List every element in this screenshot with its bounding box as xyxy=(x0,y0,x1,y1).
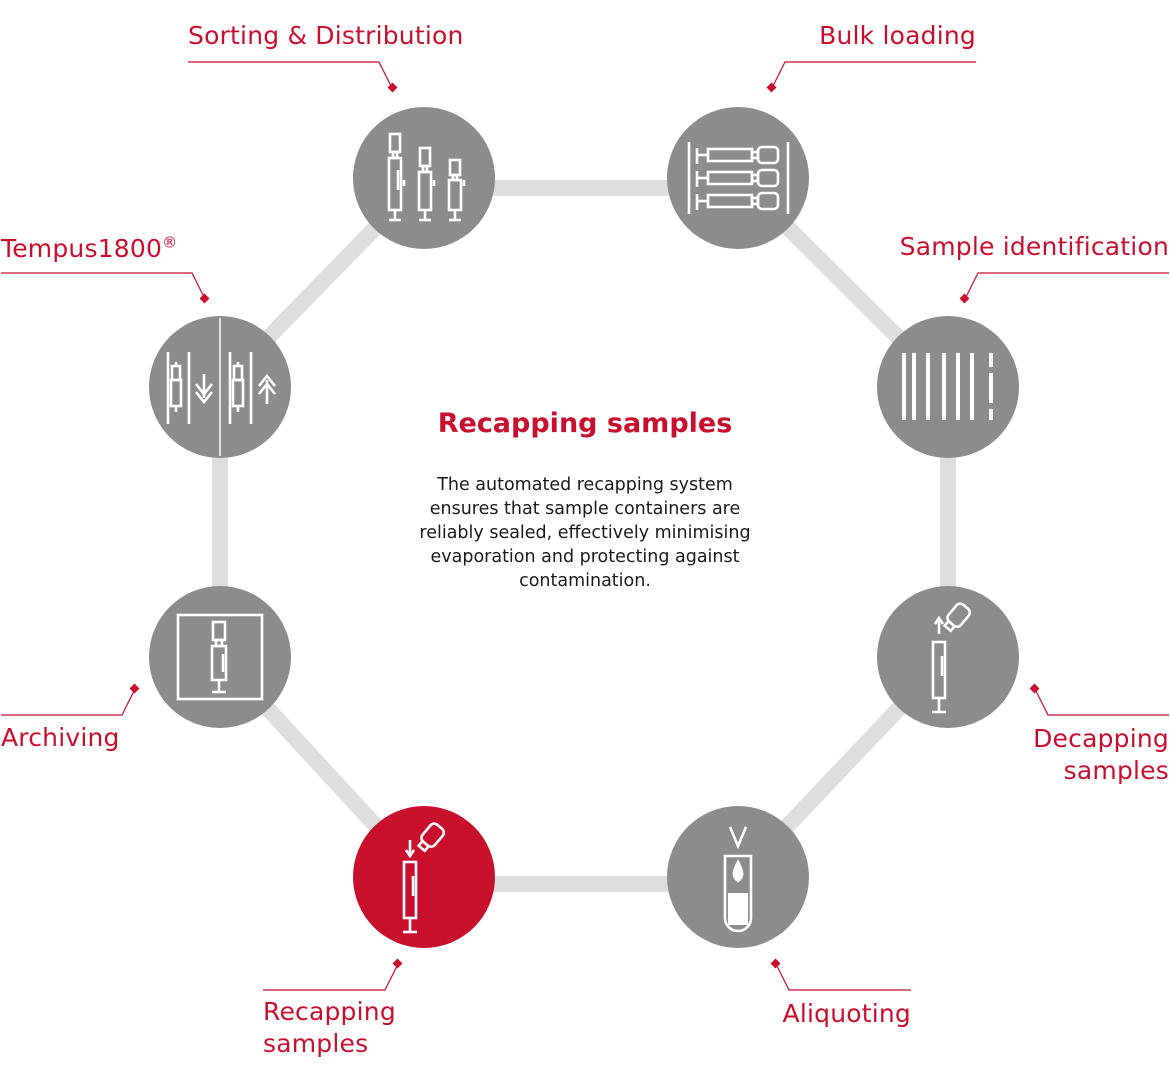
leader-marker-archiving xyxy=(129,683,140,694)
node-decapping[interactable] xyxy=(877,586,1019,728)
label-decapping[interactable]: Decapping samples xyxy=(1033,723,1169,787)
label-aliquoting[interactable]: Aliquoting xyxy=(782,999,911,1028)
three-tubes-icon xyxy=(387,132,466,222)
center-description: The automated recapping system ensures t… xyxy=(419,475,751,591)
label-recapping[interactable]: Recapping samples xyxy=(263,996,396,1060)
decap-tube-icon xyxy=(931,602,972,714)
center-title: Recapping samples xyxy=(437,408,733,439)
leader-archiving xyxy=(1,688,136,716)
leader-marker-tempus xyxy=(199,293,210,304)
label-sorting[interactable]: Sorting & Distribution xyxy=(188,21,464,50)
leader-marker-identification xyxy=(959,293,970,304)
label-recapping-line-1: Recapping xyxy=(263,997,396,1026)
leader-recapping xyxy=(263,963,399,991)
leader-marker-decapping xyxy=(1029,683,1040,694)
node-recapping[interactable] xyxy=(353,806,495,948)
label-tempus-text: Tempus1800 xyxy=(1,234,163,263)
recap-tube-icon xyxy=(402,822,446,934)
leader-marker-recapping xyxy=(392,958,403,969)
tube-rack-icon xyxy=(687,142,790,214)
label-tempus[interactable]: Tempus1800® xyxy=(1,233,177,265)
leader-marker-bulk xyxy=(766,82,777,93)
label-identification[interactable]: Sample identification xyxy=(899,232,1169,261)
label-tempus-registered-mark: ® xyxy=(162,233,178,252)
leader-tempus xyxy=(1,272,206,300)
label-archiving[interactable]: Archiving xyxy=(1,723,120,752)
label-leaders xyxy=(1,61,1169,991)
tube-transfer-icon xyxy=(166,318,277,456)
node-archiving[interactable] xyxy=(149,586,291,728)
barcode-icon xyxy=(902,353,993,420)
label-bulk[interactable]: Bulk loading xyxy=(819,21,976,50)
aliquot-tube-icon xyxy=(723,826,753,933)
leader-sorting xyxy=(188,61,393,89)
leader-decapping xyxy=(1034,688,1169,716)
leader-aliquoting xyxy=(775,963,911,991)
label-decapping-line-1: Decapping xyxy=(1033,724,1169,753)
leader-marker-aliquoting xyxy=(770,958,781,969)
node-identification[interactable] xyxy=(877,316,1019,458)
node-bulk[interactable] xyxy=(667,107,809,249)
node-sorting[interactable] xyxy=(353,107,495,249)
leader-identification xyxy=(964,272,1169,300)
archive-box-icon xyxy=(176,613,264,701)
label-recapping-line-2: samples xyxy=(263,1029,369,1058)
leader-bulk xyxy=(771,61,976,89)
leader-marker-sorting xyxy=(387,82,398,93)
label-decapping-line-2: samples xyxy=(1063,756,1169,785)
leader-markers xyxy=(129,82,1040,969)
